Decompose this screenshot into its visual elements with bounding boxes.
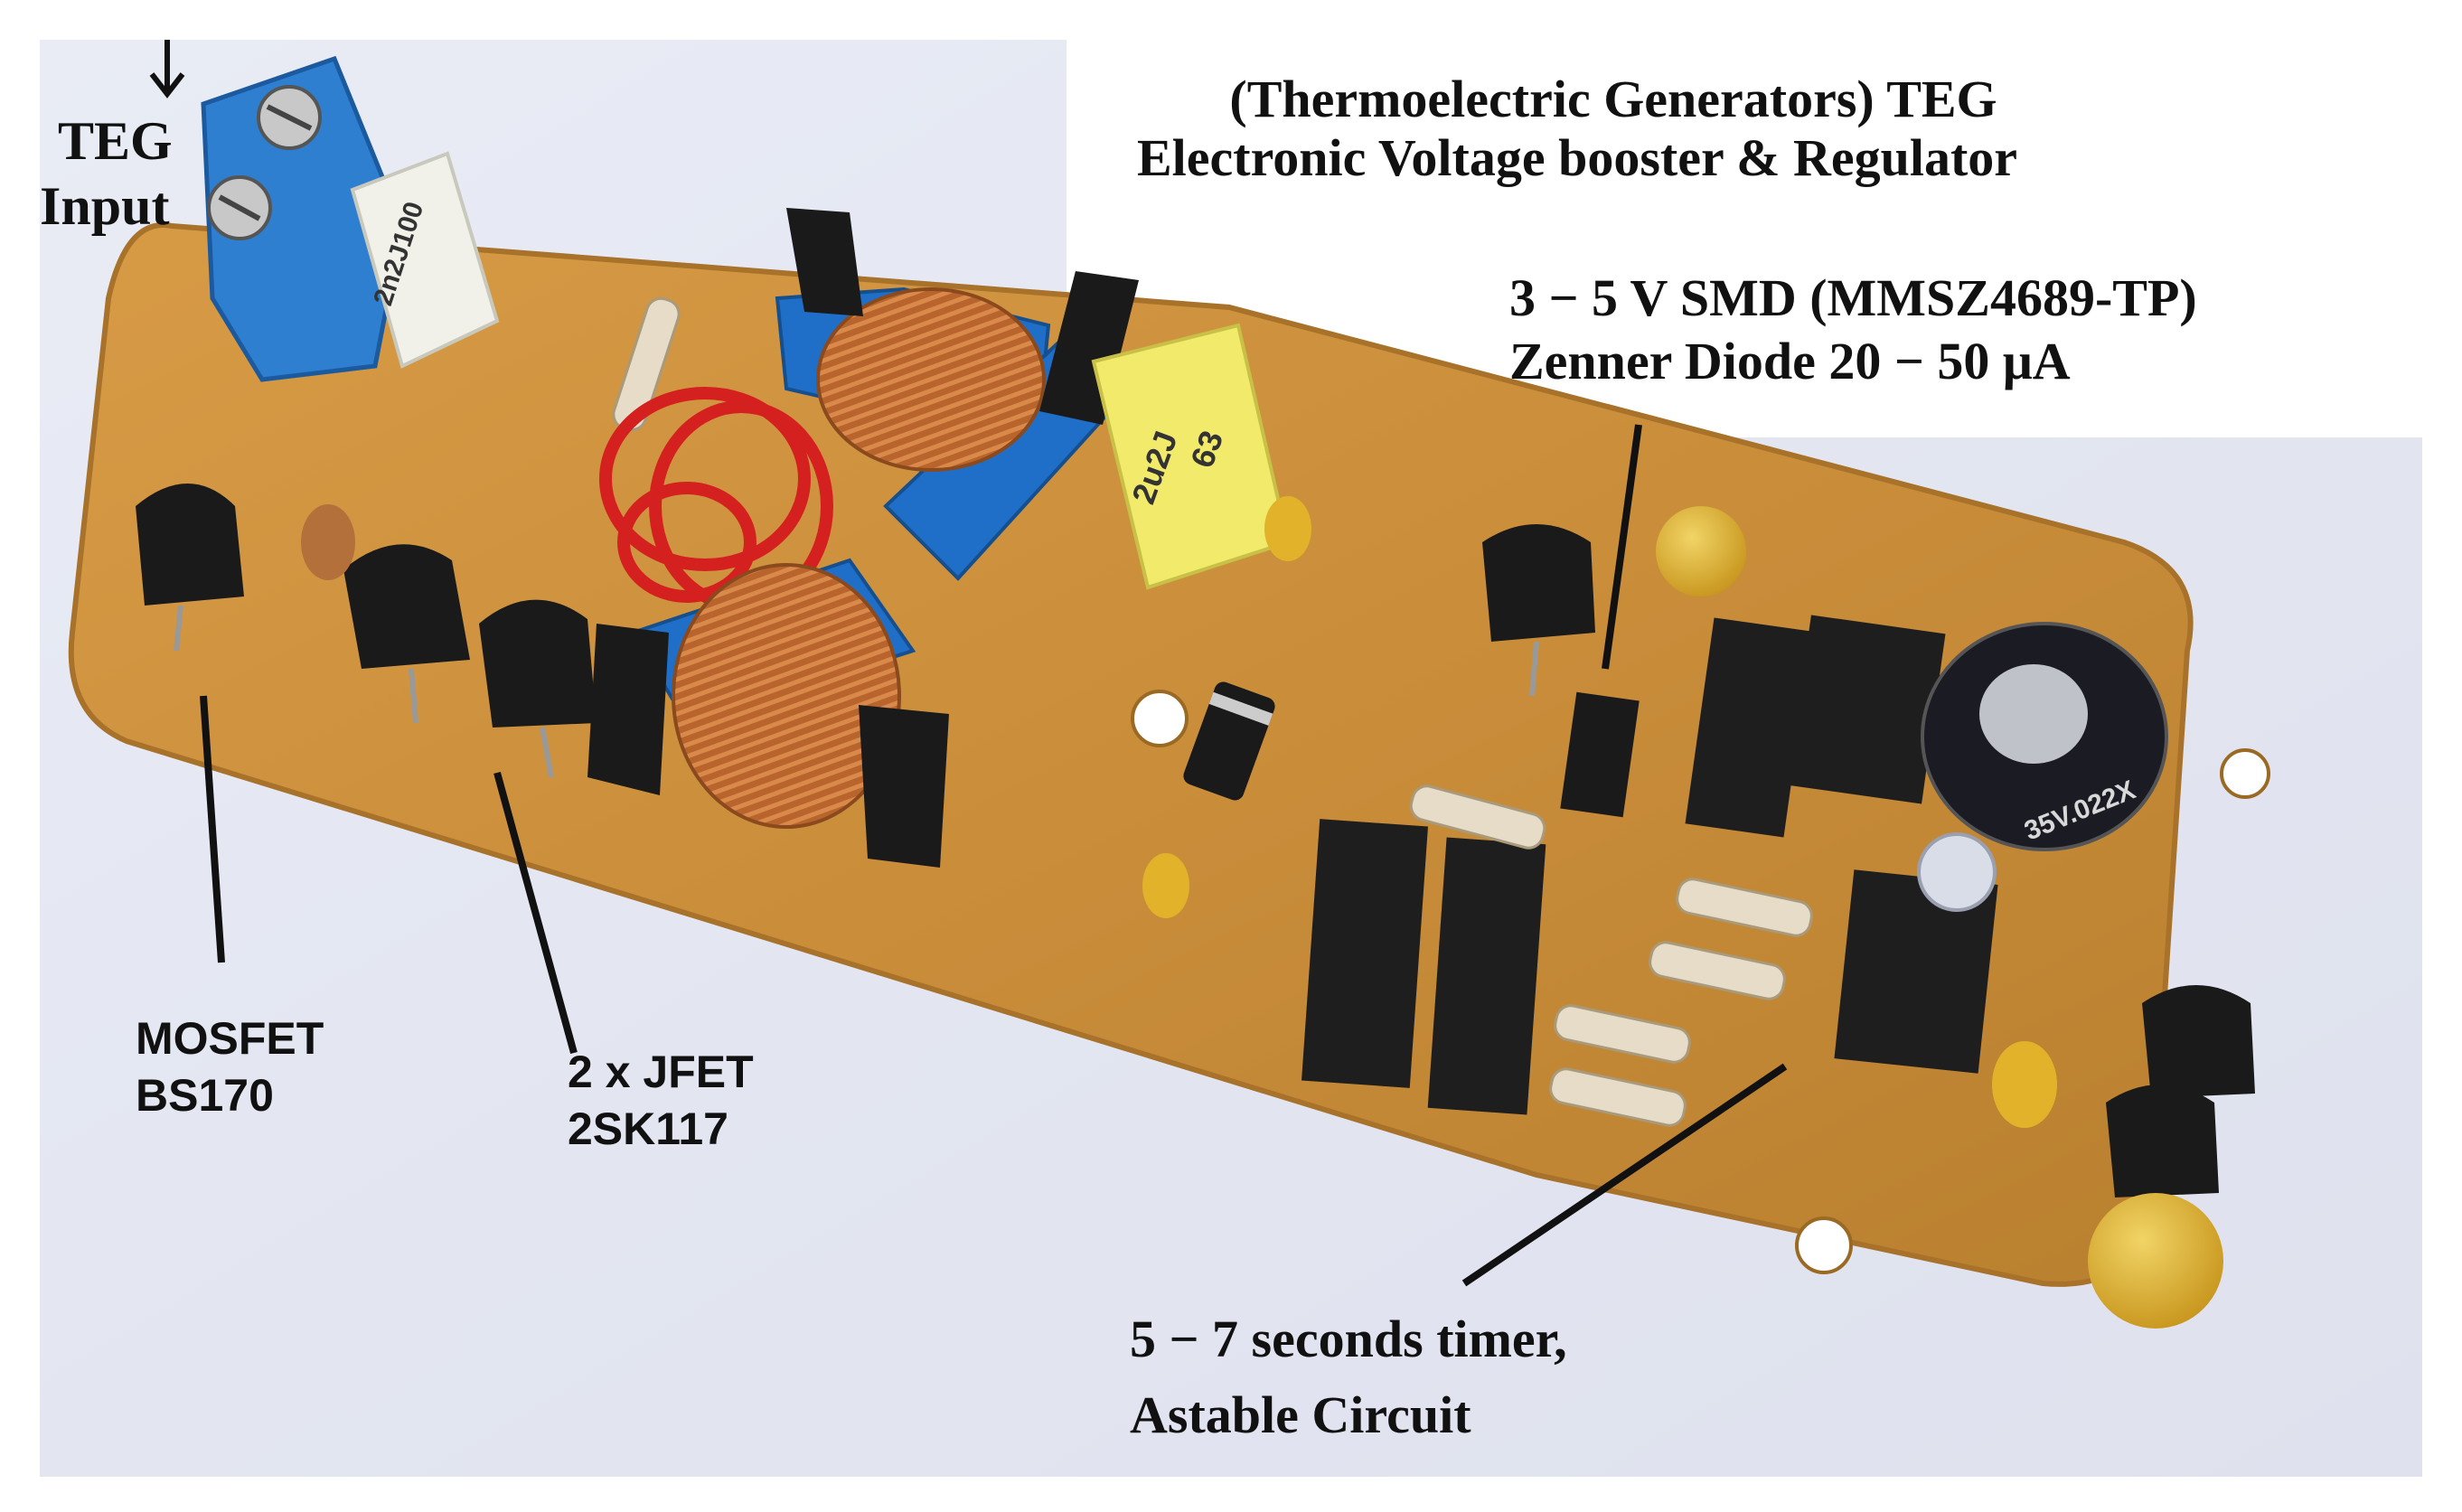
zener-line-2: Zenner Diode 20 − 50 μA <box>1509 331 2071 390</box>
diode <box>1183 681 1275 801</box>
timer-line-2: Astable Circuit <box>1130 1385 1471 1445</box>
copper-coil <box>816 287 1046 472</box>
timer-label: 5 − 7 seconds timer, Astable Circuit <box>1130 1301 1567 1453</box>
down-arrow-icon <box>149 40 185 99</box>
tantalum-capacitor <box>2088 1193 2223 1329</box>
timer-leader-line <box>1461 1063 1788 1287</box>
title-line-2: Electronic Voltage booster & Regulator <box>1137 127 2018 187</box>
zener-diode-label: 3 − 5 V SMD (MMSZ4689-TP) Zenner Diode 2… <box>1509 267 2197 392</box>
mounting-hole <box>1131 690 1189 747</box>
transistor <box>2106 1085 2219 1197</box>
mounting-hole <box>2220 748 2270 799</box>
copper-coil <box>672 563 901 829</box>
transistor <box>1482 524 1595 697</box>
tantalum-capacitor <box>1656 506 1746 596</box>
zener-leader-line <box>1602 424 1642 670</box>
jfet-leader-line <box>493 771 578 1055</box>
film-capacitor-yellow: 2u2J 63 <box>1091 323 1291 590</box>
teg-input-line-2: Input <box>40 176 170 236</box>
jfet-line-1: 2 x JFET <box>568 1047 754 1097</box>
ceramic-capacitor <box>1264 496 1311 561</box>
transistor <box>479 599 597 778</box>
resistor <box>1409 784 1813 1127</box>
mounting-hole <box>1795 1216 1853 1274</box>
title-line-1: (Thermoelectric Generators) TEG <box>1229 70 1997 128</box>
timer-line-1: 5 − 7 seconds timer, <box>1130 1310 1567 1368</box>
film-capacitor-small: 2n2J100 <box>350 151 500 369</box>
teg-input-label: TEG Input <box>40 108 173 239</box>
electrolytic-capacitor: 35V.022X <box>1921 622 2168 851</box>
transistor <box>343 544 470 724</box>
mosfet-label: MOSFET BS170 <box>136 1010 324 1123</box>
jfet-line-2: 2SK117 <box>568 1103 728 1154</box>
mosfet-line-2: BS170 <box>136 1069 274 1121</box>
smd-zener-diode <box>1560 691 1640 818</box>
ceramic-capacitor <box>1142 853 1189 918</box>
jfet-label: 2 x JFET 2SK117 <box>568 1044 754 1157</box>
mosfet-line-1: MOSFET <box>136 1013 324 1064</box>
led <box>1917 832 1997 912</box>
mosfet-leader-line <box>200 695 225 963</box>
zener-line-1: 3 − 5 V SMD (MMSZ4689-TP) <box>1509 268 2197 327</box>
toroid-transformer <box>587 208 1142 868</box>
teg-input-line-1: TEG <box>58 111 173 171</box>
jumper-header <box>1301 615 1998 1115</box>
transistor <box>2142 985 2255 1098</box>
transistor <box>136 484 244 652</box>
ceramic-capacitor <box>1992 1041 2057 1128</box>
terminal-block <box>201 55 405 382</box>
ceramic-capacitor <box>301 504 355 580</box>
page-title: (Thermoelectric Generators) TEG Electron… <box>1137 70 2017 188</box>
